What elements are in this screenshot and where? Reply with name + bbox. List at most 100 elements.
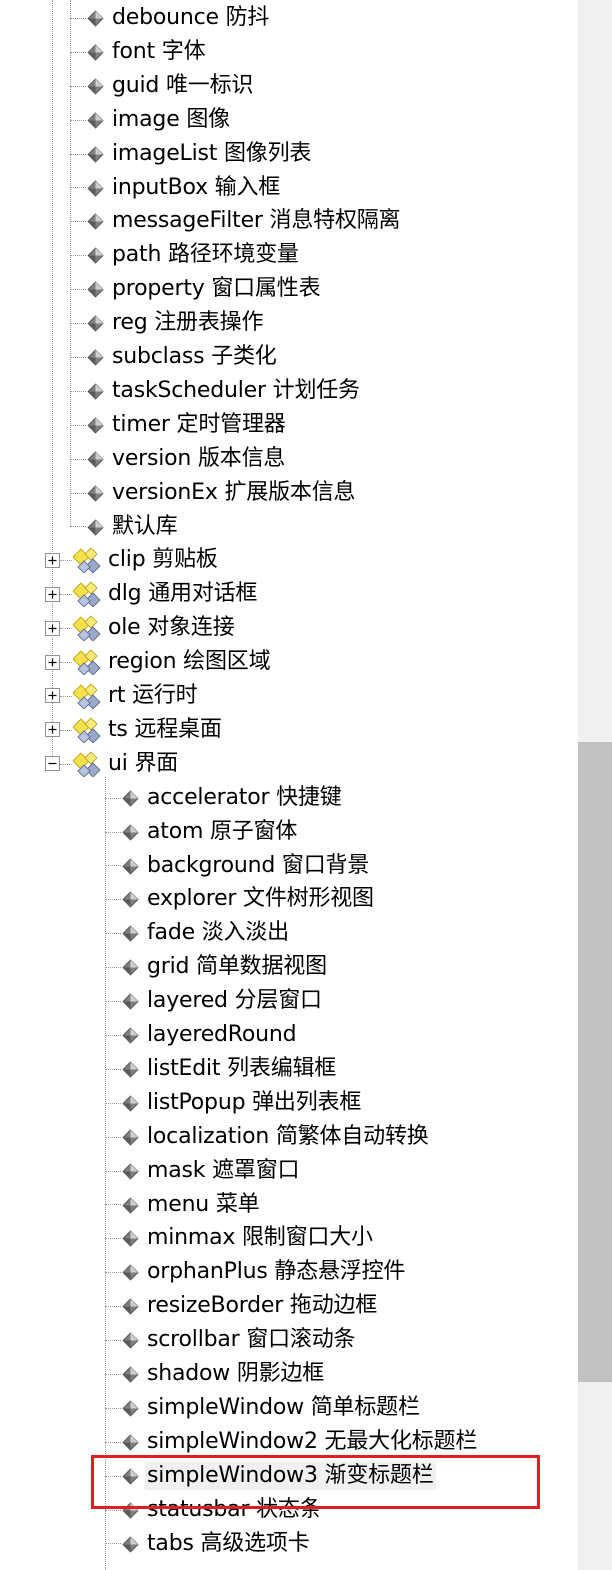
tree-leaf-node[interactable]: layeredRound [122, 1018, 298, 1052]
tree-node-label: listPopup 弹出列表框 [147, 1090, 362, 1115]
tree-leaf-node[interactable]: subclass 子类化 [87, 340, 279, 374]
expand-plus-icon[interactable] [45, 655, 60, 670]
tree-leaf-node[interactable]: grid 简单数据视图 [122, 950, 329, 984]
library-item-icon [122, 1263, 139, 1281]
tree-node-label: inputBox 输入框 [112, 175, 281, 200]
tree-leaf-node[interactable]: scrollbar 窗口滚动条 [122, 1323, 357, 1357]
tree-node-label: scrollbar 窗口滚动条 [147, 1327, 356, 1352]
tree-folder-node[interactable]: ts 远程桌面 [72, 713, 224, 747]
tree-node-label: 默认库 [112, 514, 178, 539]
library-item-icon [122, 890, 139, 908]
tree-node-label: imageList 图像列表 [112, 141, 312, 166]
library-item-icon [122, 1060, 139, 1078]
tree-leaf-node[interactable]: tabs 高级选项卡 [122, 1527, 312, 1561]
expand-plus-icon[interactable] [45, 587, 60, 602]
tree-connector-line [70, 86, 86, 87]
tree-connector-line [105, 1408, 121, 1409]
tree-connector-line [105, 1340, 121, 1341]
tree-connector-line [105, 1306, 121, 1307]
tree-leaf-node[interactable]: menu 菜单 [122, 1188, 261, 1222]
library-item-icon [87, 9, 104, 27]
vertical-scrollbar-thumb[interactable] [578, 742, 612, 1382]
tree-folder-node[interactable]: ole 对象连接 [72, 611, 237, 645]
tree-leaf-node[interactable]: guid 唯一标识 [87, 69, 255, 103]
tree-leaf-node[interactable]: shadow 阴影边框 [122, 1357, 326, 1391]
library-item-icon [87, 314, 104, 332]
tree-folder-node[interactable]: region 绘图区域 [72, 645, 272, 679]
tree-node-label: image 图像 [112, 107, 230, 132]
tree-leaf-node[interactable]: imageList 图像列表 [87, 137, 313, 171]
tree-connector-line [105, 967, 121, 968]
tree-connector-line [105, 1171, 121, 1172]
tree-leaf-node[interactable]: mask 遮罩窗口 [122, 1154, 301, 1188]
tree-leaf-node[interactable]: versionEx 扩展版本信息 [87, 476, 357, 510]
tree-leaf-node[interactable]: simpleWindow2 无最大化标题栏 [122, 1425, 479, 1459]
tree-connector-line [70, 52, 86, 53]
library-item-icon [87, 484, 104, 502]
tree-leaf-node[interactable]: listEdit 列表编辑框 [122, 1052, 338, 1086]
tree-folder-node[interactable]: ui 界面 [72, 747, 180, 781]
tree-leaf-node[interactable]: taskScheduler 计划任务 [87, 374, 362, 408]
tree-connector-line [60, 560, 72, 561]
tree-leaf-node[interactable]: statusbar 状态条 [122, 1493, 324, 1527]
tree-leaf-node[interactable]: atom 原子窗体 [122, 815, 299, 849]
library-item-icon [122, 1467, 139, 1485]
tree-leaf-node[interactable]: font 字体 [87, 35, 207, 69]
tree-leaf-node[interactable]: messageFilter 消息特权隔离 [87, 204, 402, 238]
tree-leaf-node[interactable]: version 版本信息 [87, 442, 287, 476]
tree-connector-line [60, 764, 72, 765]
tree-leaf-node[interactable]: simpleWindow3 渐变标题栏 [122, 1459, 436, 1493]
tree-leaf-node[interactable]: reg 注册表操作 [87, 306, 265, 340]
tree-connector-line [70, 221, 86, 222]
namespace-folder-icon [72, 649, 102, 676]
tree-node-label: simpleWindow2 无最大化标题栏 [147, 1429, 478, 1454]
tree-folder-node[interactable]: rt 运行时 [72, 679, 199, 713]
tree-leaf-node[interactable]: resizeBorder 拖动边框 [122, 1289, 379, 1323]
tree-leaf-node[interactable]: fade 淡入淡出 [122, 916, 291, 950]
tree-leaf-node[interactable]: background 窗口背景 [122, 849, 371, 883]
tree-leaf-node[interactable]: debounce 防抖 [87, 1, 271, 35]
tree-connector-line [105, 1442, 121, 1443]
tree-connector-line [60, 628, 72, 629]
expand-plus-icon[interactable] [45, 722, 60, 737]
tree-folder-node[interactable]: clip 剪贴板 [72, 543, 220, 577]
tree-leaf-node[interactable]: property 窗口属性表 [87, 272, 322, 306]
tree-connector-line [105, 1510, 121, 1511]
tree-leaf-node[interactable]: accelerator 快捷键 [122, 781, 344, 815]
tree-folder-node[interactable]: dlg 通用对话框 [72, 577, 259, 611]
tree-leaf-node[interactable]: localization 简繁体自动转换 [122, 1120, 431, 1154]
tree-connector-line [105, 1476, 121, 1477]
library-item-icon [122, 1501, 139, 1519]
tree-leaf-node[interactable]: timer 定时管理器 [87, 408, 288, 442]
tree-connector-line [70, 391, 86, 392]
tree-leaf-node[interactable]: explorer 文件树形视图 [122, 882, 376, 916]
library-item-icon [87, 43, 104, 61]
expand-plus-icon[interactable] [45, 688, 60, 703]
library-item-icon [87, 348, 104, 366]
tree-leaf-node[interactable]: listPopup 弹出列表框 [122, 1086, 363, 1120]
expand-plus-icon[interactable] [45, 621, 60, 636]
tree-leaf-node[interactable]: orphanPlus 静态悬浮控件 [122, 1255, 407, 1289]
tree-leaf-node[interactable]: minmax 限制窗口大小 [122, 1221, 375, 1255]
expand-plus-icon[interactable] [45, 553, 60, 568]
tree-node-label: region 绘图区域 [108, 649, 271, 674]
tree-connector-line [70, 526, 86, 527]
tree-connector-line [105, 865, 121, 866]
tree-node-label: shadow 阴影边框 [147, 1361, 325, 1386]
tree-leaf-node[interactable]: image 图像 [87, 103, 232, 137]
tree-leaf-node[interactable]: layered 分层窗口 [122, 984, 324, 1018]
collapse-minus-icon[interactable] [45, 756, 60, 771]
tree-node-label: grid 简单数据视图 [147, 954, 327, 979]
tree-leaf-node[interactable]: simpleWindow 简单标题栏 [122, 1391, 422, 1425]
library-item-icon [122, 857, 139, 875]
tree-leaf-node[interactable]: 默认库 [87, 510, 179, 544]
tree-leaf-node[interactable]: inputBox 输入框 [87, 171, 282, 205]
namespace-folder-icon [72, 751, 102, 778]
tree-leaf-node[interactable]: path 路径环境变量 [87, 238, 301, 272]
library-item-icon [87, 280, 104, 298]
library-item-icon [87, 382, 104, 400]
library-item-icon [122, 1365, 139, 1383]
tree-connector-line [60, 662, 72, 663]
tree-node-label: listEdit 列表编辑框 [147, 1056, 337, 1081]
